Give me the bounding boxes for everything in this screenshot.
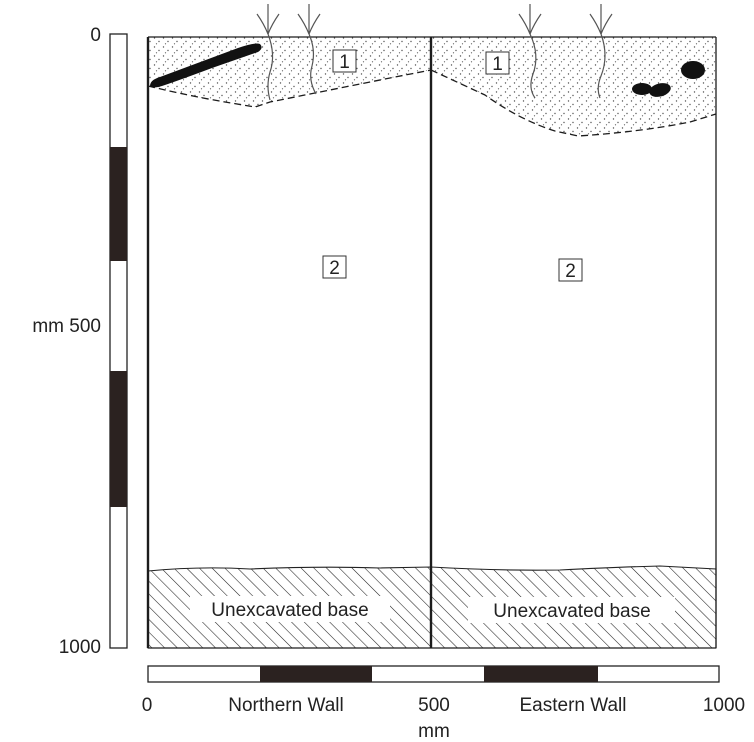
- vertical-scale-bar: [109, 33, 128, 649]
- eastern-layer-1-label: 1: [485, 51, 510, 75]
- root-symbol: [256, 4, 280, 101]
- root-symbol: [297, 4, 321, 95]
- horizontal-scale-left-label: 0: [142, 695, 153, 716]
- horizontal-scale-segment-dark: [484, 666, 598, 682]
- vertical-scale-mid-label: mm 500: [32, 316, 101, 337]
- vertical-scale-segment-dark: [110, 147, 127, 261]
- stone-inclusion: [632, 83, 652, 95]
- eastern-wall-layer-boundary: [430, 69, 717, 137]
- section-frame: [146, 36, 717, 649]
- vertical-scale-top-label: 0: [90, 25, 101, 46]
- horizontal-scale-unit-label: mm: [418, 721, 450, 742]
- eastern-unexcavated-base-label: Unexcavated base: [468, 597, 675, 623]
- svg-text:1: 1: [339, 52, 350, 73]
- svg-text:2: 2: [565, 261, 576, 282]
- svg-text:1: 1: [492, 54, 503, 75]
- svg-text:Unexcavated base: Unexcavated base: [493, 601, 650, 622]
- vertical-scale-segment-dark: [110, 371, 127, 507]
- charcoal-lens-inclusion: [150, 43, 262, 88]
- stone-inclusion: [681, 61, 705, 79]
- root-symbol: [518, 4, 542, 99]
- northern-layer-2-label: 2: [322, 255, 347, 279]
- horizontal-scale-bar: [147, 665, 720, 683]
- horizontal-scale-right-label: 1000: [703, 695, 745, 716]
- svg-text:2: 2: [329, 258, 340, 279]
- northern-layer-1-label: 1: [332, 49, 357, 73]
- eastern-wall-topsoil-layer: [431, 37, 716, 136]
- horizontal-scale-segment-dark: [260, 666, 372, 682]
- root-symbol: [589, 4, 613, 99]
- northern-wall-title: Northern Wall: [228, 695, 343, 716]
- vertical-scale-bottom-label: 1000: [59, 637, 101, 658]
- svg-text:Unexcavated base: Unexcavated base: [211, 600, 368, 621]
- northern-unexcavated-base-label: Unexcavated base: [190, 596, 390, 622]
- northern-wall-topsoil-layer: [148, 37, 431, 107]
- eastern-layer-2-label: 2: [558, 258, 583, 282]
- horizontal-scale-mid-label: 500: [418, 695, 450, 716]
- stone-inclusion: [649, 83, 671, 97]
- eastern-wall-title: Eastern Wall: [520, 695, 627, 716]
- northern-wall-layer-boundary: [147, 69, 432, 108]
